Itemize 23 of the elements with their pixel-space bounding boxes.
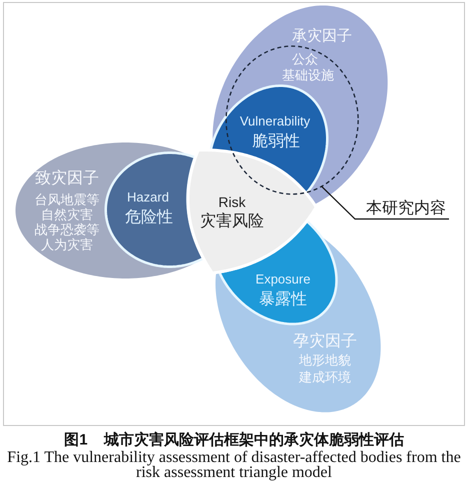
term-label: Risk [218,194,246,210]
caption-text: 图1 城市灾害风险评估框架中的承灾体脆弱性评估 [64,430,404,450]
caption-text: Fig.1 The vulnerability assessment of disaster-affected bodies from the risk assessment triangle model [6,450,462,480]
callout-text: 本研究内容 [363,199,449,219]
category-item: 基础设施 [282,68,334,84]
category-heading: 致灾因子 [35,170,99,188]
term-label: 灾害风险 [200,212,264,232]
category-heading: 孕灾因子 [292,332,357,352]
term-label: Hazard [127,190,169,206]
center-shape [186,148,318,275]
dashed-circle [224,44,360,196]
term-label: 脆弱性 [252,132,300,152]
category-item: 公众 [292,52,318,68]
term-label: 暴露性 [258,290,307,310]
category-item: 地形地貌 [298,354,351,368]
category-item: 台风地震等自然灾害 [34,192,100,222]
category-item: 建成环境 [298,370,351,386]
leader-line [320,186,449,220]
category-item: 战争恐袭等人为灾害 [34,222,100,252]
term-label: Exposure [256,272,310,288]
category-heading: 承灾因子 [292,27,352,45]
term-label: 危险性 [125,208,173,228]
term-label: Vulnerability [240,114,310,130]
